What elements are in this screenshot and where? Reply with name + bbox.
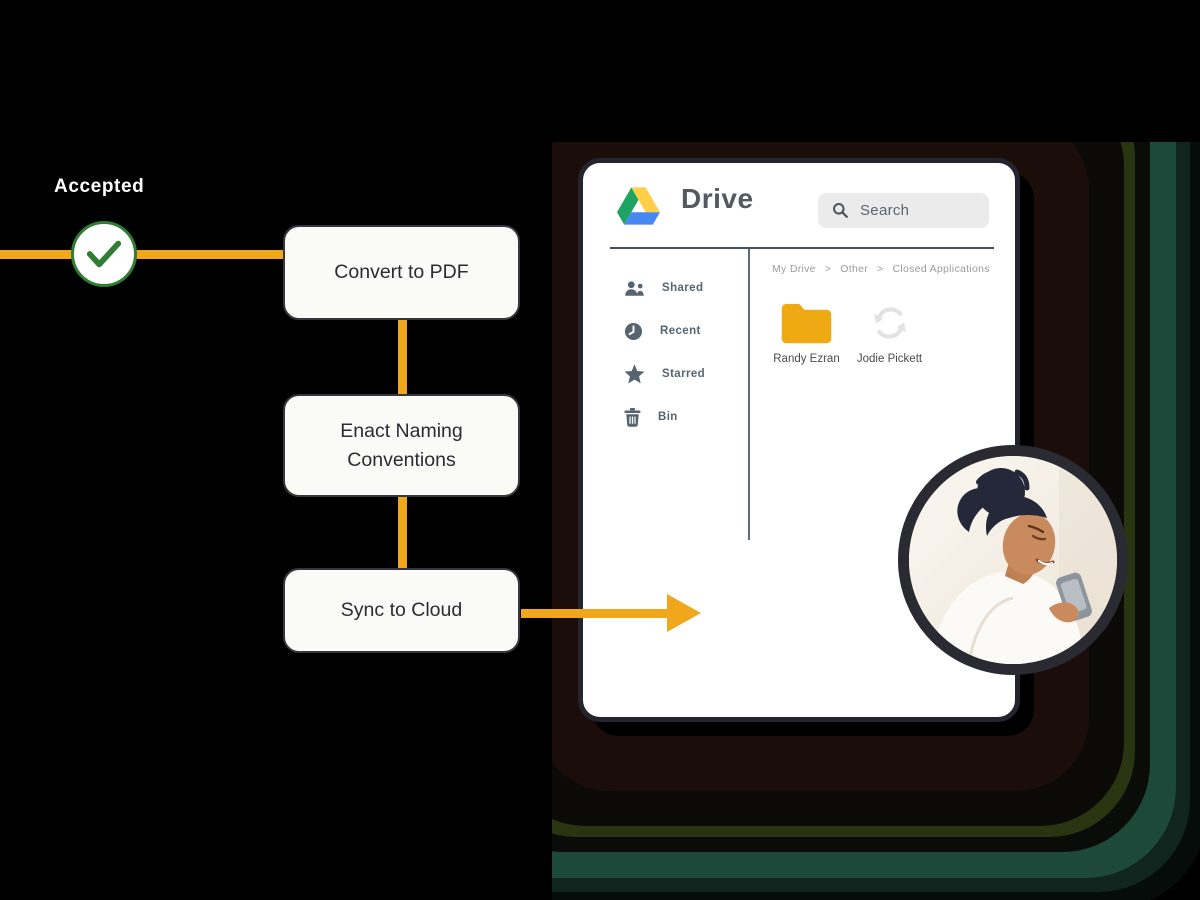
arrow-right-icon <box>667 594 701 632</box>
search-placeholder: Search <box>860 202 910 219</box>
sidebar-item-recent[interactable]: Recent <box>624 320 701 342</box>
breadcrumb-my-drive[interactable]: My Drive <box>772 263 816 275</box>
clock-icon <box>624 322 643 340</box>
profile-photo <box>898 445 1128 675</box>
file-name: Randy Ezran <box>773 353 840 365</box>
sidebar-item-bin[interactable]: Bin <box>624 406 678 428</box>
breadcrumb-separator: > <box>824 263 832 275</box>
sidebar-divider <box>748 249 750 540</box>
file-tile-folder[interactable]: Randy Ezran <box>765 300 848 365</box>
breadcrumb-other[interactable]: Other <box>840 263 869 275</box>
flow-connector <box>398 496 407 570</box>
flow-step-sync-cloud: Sync to Cloud <box>283 568 520 653</box>
breadcrumb-separator: > <box>877 263 884 275</box>
sidebar-item-starred[interactable]: Starred <box>624 363 705 385</box>
flow-step-convert-pdf: Convert to PDF <box>283 225 520 320</box>
folder-icon <box>781 303 832 344</box>
header-divider <box>610 247 994 249</box>
trash-icon <box>624 407 641 427</box>
app-title: Drive <box>681 183 754 214</box>
sidebar-item-shared[interactable]: Shared <box>624 277 703 299</box>
sidebar-item-label: Starred <box>662 368 706 380</box>
sidebar-item-label: Recent <box>660 325 701 337</box>
drive-logo-icon <box>617 187 660 225</box>
flow-step-label: Sync to Cloud <box>340 599 463 622</box>
search-icon <box>833 203 848 218</box>
drive-window: Drive Search Shared <box>578 158 1020 722</box>
star-icon <box>624 364 645 384</box>
breadcrumb-closed-applications[interactable]: Closed Applications <box>892 263 990 275</box>
breadcrumb: My Drive > Other > Closed Applications <box>772 263 990 275</box>
flow-arrow-shaft <box>521 609 669 618</box>
check-icon <box>86 240 122 268</box>
flow-step-naming-conventions: Enact Naming Conventions <box>283 394 520 497</box>
people-icon <box>625 280 644 296</box>
flow-step-label: Convert to PDF <box>334 261 469 284</box>
sidebar-item-label: Bin <box>658 411 678 423</box>
sync-icon <box>873 306 906 339</box>
accepted-check-circle <box>71 221 137 287</box>
flow-line-horizontal <box>0 250 284 259</box>
flow-step-label: Enact Naming Conventions <box>340 420 463 471</box>
file-tile-sync[interactable]: Jodie Pickett <box>848 300 931 365</box>
accepted-label: Accepted <box>54 176 145 197</box>
profile-photo-illustration <box>909 456 1117 664</box>
sidebar-item-label: Shared <box>662 282 704 294</box>
search-input[interactable]: Search <box>818 193 989 228</box>
flow-connector <box>398 319 407 396</box>
file-name: Jodie Pickett <box>856 353 923 365</box>
